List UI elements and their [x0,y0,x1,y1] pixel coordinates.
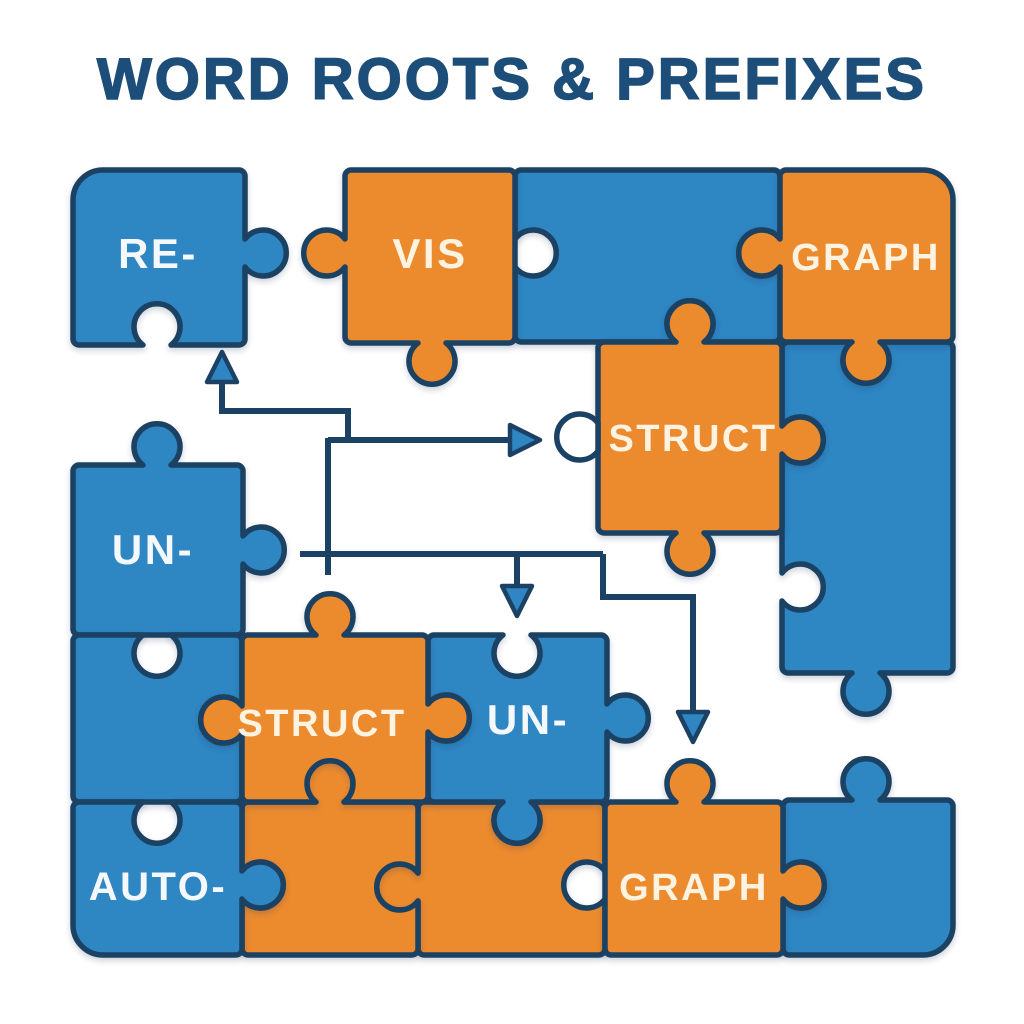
piece-shape-auto [70,799,286,958]
connector-arrows [204,349,711,745]
puzzle-piece-re: RE- [70,167,289,348]
puzzle-piece-vis: VIS [301,167,518,387]
arrowhead-down-icon [499,583,535,619]
empty-socket [554,411,601,463]
connector-line-5 [600,554,696,715]
arrowhead-up-icon [204,349,240,385]
puzzle-piece-un-mid: UN- [425,632,651,846]
puzzle-piece-graph-top: GRAPH [736,167,956,386]
piece-label-graph-top: GRAPH [791,237,941,279]
arrowhead-down-icon [675,709,711,745]
arrowhead-right-icon [507,422,543,458]
piece-shape-graph-top [736,167,956,386]
puzzle-piece-struct-right: STRUCT [595,298,826,577]
piece-label-un-left: UN- [112,526,194,573]
open-sockets [554,411,601,463]
piece-shape-tall-blue [779,339,956,717]
puzzle-piece-blue-bottom-right [780,756,956,958]
piece-label-un-mid: UN- [487,696,569,743]
puzzle-piece-struct-mid: STRUCT [198,591,472,805]
piece-shape-struct-mid [198,591,472,805]
piece-shape-graph-bottom [602,758,827,958]
page-title: WORD ROOTS & PREFIXES [96,46,927,113]
piece-label-re: RE- [118,230,198,277]
puzzle-piece-tall-blue [779,339,956,717]
piece-label-vis: VIS [392,230,467,277]
puzzle-piece-graph-bottom: GRAPH [602,758,827,958]
piece-shape-blue-bottom-right [780,756,956,958]
connector-line-0 [219,380,351,442]
puzzle-piece-auto: AUTO- [70,799,286,958]
piece-label-auto: AUTO- [89,865,227,909]
puzzle-piece-un-left: UN- [70,421,287,638]
piece-shape-vis [301,167,518,387]
piece-label-struct-mid: STRUCT [237,703,406,745]
puzzle-pieces: RE- VIS GRAPH STRUCT UN- AUTO- UN- STRUCT GRAPH [70,167,956,958]
piece-label-struct-right: STRUCT [608,418,777,460]
piece-shape-re [70,167,289,348]
piece-shape-struct-right [595,298,826,577]
piece-label-graph-bottom: GRAPH [619,867,769,909]
